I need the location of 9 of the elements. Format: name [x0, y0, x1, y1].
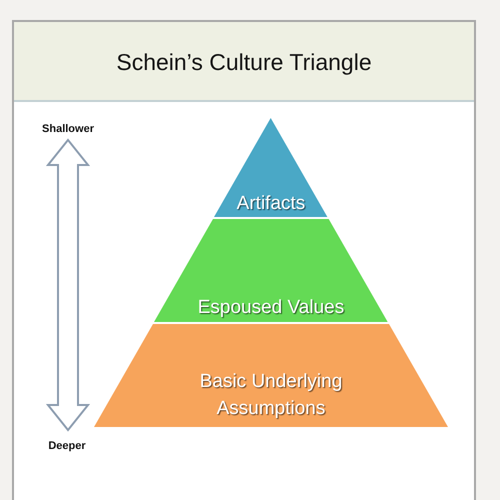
title: Schein’s Culture Triangle: [116, 49, 372, 75]
tier-label: Espoused Values: [198, 296, 344, 319]
pyramid-tier: [94, 324, 448, 427]
tier-label: Basic Underlying Assumptions: [198, 370, 344, 421]
pyramid-tier: [154, 219, 388, 322]
scale-label: Shallower: [42, 123, 94, 136]
pyramid-tier: [214, 118, 328, 217]
scale-label: Deeper: [48, 440, 86, 453]
tier-label: Artifacts: [236, 192, 306, 215]
